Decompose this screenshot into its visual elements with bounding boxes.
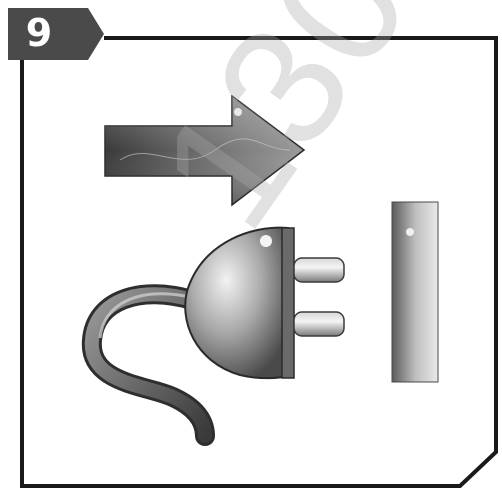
electric-plug-icon — [185, 228, 344, 379]
step-number: 9 — [14, 10, 64, 56]
wall-socket-icon — [392, 202, 438, 382]
right-arrow-icon — [105, 96, 304, 205]
